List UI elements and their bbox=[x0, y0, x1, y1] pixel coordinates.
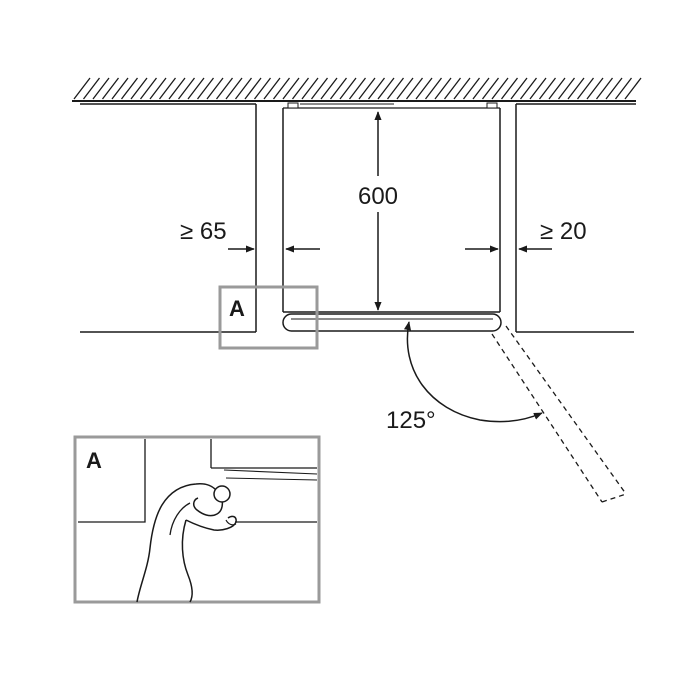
hatch-stroke bbox=[510, 77, 528, 100]
hatch-stroke bbox=[73, 77, 91, 100]
left-cabinet bbox=[80, 103, 257, 333]
hatch-stroke bbox=[225, 77, 243, 100]
hatch-stroke bbox=[614, 77, 633, 100]
hatch-stroke bbox=[386, 77, 405, 100]
detail-marker-box: A bbox=[218, 285, 319, 350]
hatch-stroke bbox=[567, 77, 585, 100]
hatch-stroke bbox=[538, 77, 557, 100]
hatch-stroke bbox=[472, 77, 490, 100]
angle-label: 125° bbox=[386, 407, 436, 434]
inset-detail: A bbox=[73, 435, 321, 604]
hatch-stroke bbox=[462, 77, 481, 100]
hatch-stroke bbox=[519, 77, 538, 100]
left-gap-dimension: ≥ 65 bbox=[180, 218, 320, 253]
right-gap-label: ≥ 20 bbox=[540, 218, 587, 245]
height-dimension: 600 bbox=[350, 111, 406, 311]
hatch-stroke bbox=[196, 77, 215, 100]
hatch-stroke bbox=[291, 77, 310, 100]
height-label: 600 bbox=[358, 183, 398, 210]
hatch-stroke bbox=[253, 77, 272, 100]
hand-icon bbox=[136, 483, 237, 603]
left-gap-label: ≥ 65 bbox=[180, 218, 227, 245]
hatch-stroke bbox=[215, 77, 234, 100]
hatch-stroke bbox=[548, 77, 566, 100]
hatch-stroke bbox=[576, 77, 595, 100]
hatch-stroke bbox=[120, 77, 139, 100]
hatch-stroke bbox=[595, 77, 614, 100]
detail-marker-label: A bbox=[229, 296, 245, 321]
hatch-stroke bbox=[177, 77, 196, 100]
hatch-stroke bbox=[443, 77, 462, 100]
hatch-stroke bbox=[481, 77, 500, 100]
hatch-stroke bbox=[310, 77, 329, 100]
hatch-stroke bbox=[92, 77, 110, 100]
hatch-stroke bbox=[139, 77, 158, 100]
hatch-stroke bbox=[453, 77, 471, 100]
hatch-stroke bbox=[158, 77, 177, 100]
inset-marker-label: A bbox=[86, 448, 102, 473]
hatch-stroke bbox=[415, 77, 433, 100]
hatch-stroke bbox=[282, 77, 300, 100]
door-angle: 125° bbox=[386, 321, 543, 434]
hatch-stroke bbox=[111, 77, 129, 100]
hatch-stroke bbox=[272, 77, 291, 100]
hatch-stroke bbox=[529, 77, 547, 100]
hatch-stroke bbox=[500, 77, 519, 100]
hatched-ceiling bbox=[72, 77, 642, 102]
hatch-stroke bbox=[339, 77, 357, 100]
right-gap-dimension: ≥ 20 bbox=[465, 218, 587, 253]
hatch-stroke bbox=[434, 77, 452, 100]
hatch-stroke bbox=[301, 77, 319, 100]
hatch-stroke bbox=[130, 77, 148, 100]
appliance-body bbox=[282, 102, 501, 313]
hatch-stroke bbox=[234, 77, 253, 100]
hatch-stroke bbox=[424, 77, 443, 100]
hatch-stroke bbox=[348, 77, 367, 100]
hatch-stroke bbox=[244, 77, 262, 100]
hatch-stroke bbox=[358, 77, 376, 100]
hatch-stroke bbox=[168, 77, 186, 100]
hatch-stroke bbox=[586, 77, 604, 100]
hatch-stroke bbox=[329, 77, 348, 100]
hatch-stroke bbox=[396, 77, 414, 100]
hatch-stroke bbox=[557, 77, 576, 100]
hatch-stroke bbox=[149, 77, 167, 100]
hatch-stroke bbox=[624, 77, 642, 100]
hatch-stroke bbox=[491, 77, 509, 100]
hatch-stroke bbox=[405, 77, 424, 100]
hatch-stroke bbox=[367, 77, 386, 100]
hatch-stroke bbox=[206, 77, 224, 100]
hatch-stroke bbox=[377, 77, 395, 100]
hatch-stroke bbox=[320, 77, 338, 100]
door-open-dashed bbox=[491, 325, 627, 503]
hatch-stroke bbox=[82, 77, 101, 100]
hatch-stroke bbox=[263, 77, 281, 100]
hatch-stroke bbox=[605, 77, 623, 100]
hatch-stroke bbox=[187, 77, 205, 100]
hatch-stroke bbox=[101, 77, 120, 100]
